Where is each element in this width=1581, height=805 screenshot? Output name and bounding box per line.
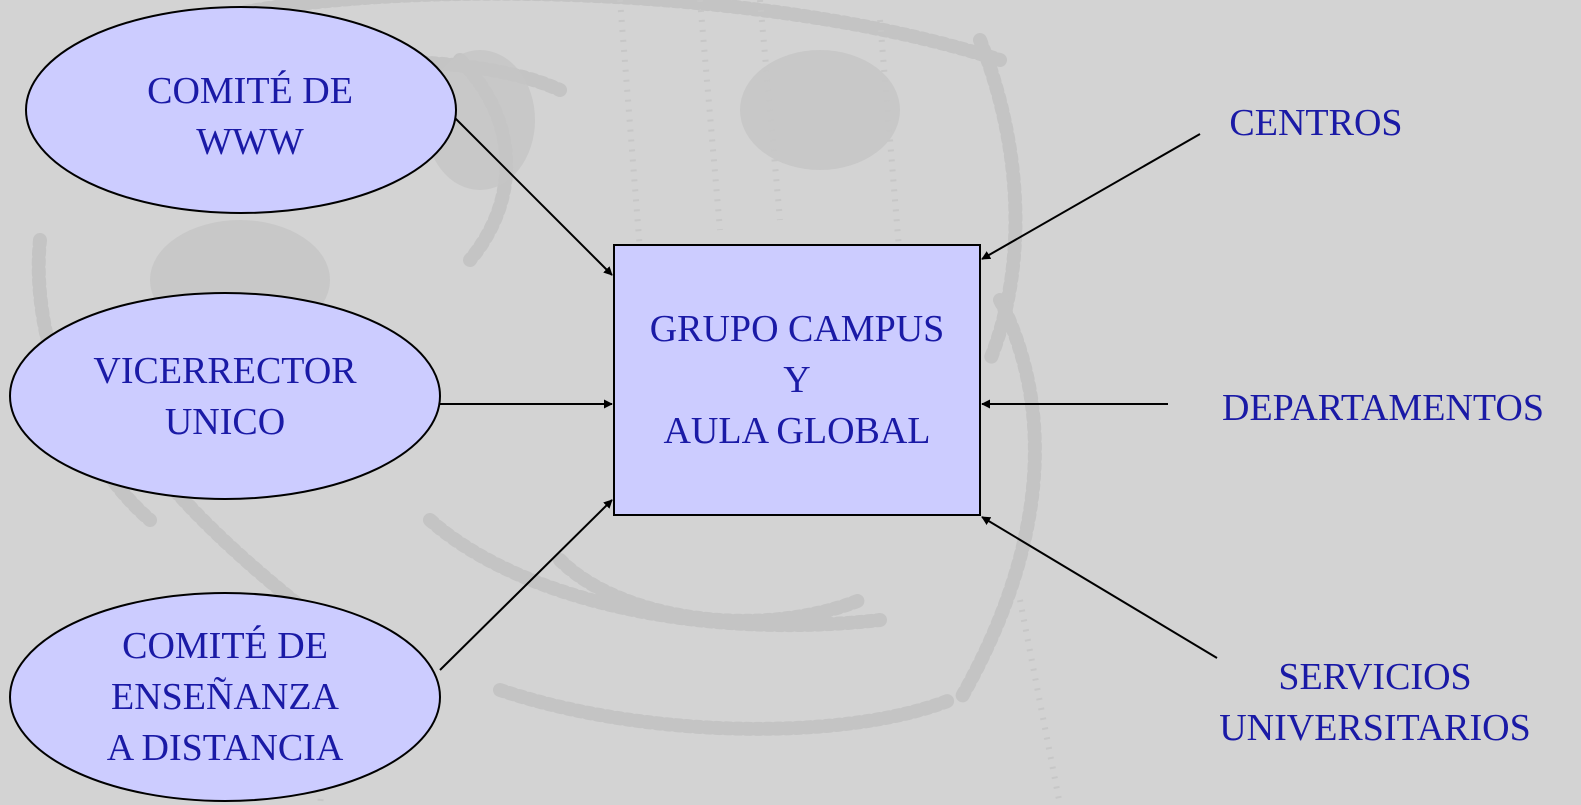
node-servicios-line-2: UNIVERSITARIOS <box>1219 707 1531 749</box>
node-departamentos-label: DEPARTAMENTOS <box>1198 383 1568 434</box>
node-vicerrector-line-2: UNICO <box>164 401 286 443</box>
node-comite-ensenanza-line-2: ENSEÑANZA <box>111 676 339 718</box>
node-comite-ensenanza-line-3: A DISTANCIA <box>106 727 344 769</box>
node-comite-ensenanza-line-1: COMITÉ DE <box>122 625 328 667</box>
node-comite-www-shape <box>25 6 457 214</box>
node-comite-ensenanza-shape <box>9 592 441 802</box>
node-comite-ensenanza-label: COMITÉ DE ENSEÑANZA A DISTANCIA <box>35 621 415 774</box>
node-center-line-1: GRUPO CAMPUS <box>649 308 945 350</box>
node-comite-www-line-2: WWW <box>196 121 304 163</box>
node-servicios-label: SERVICIOS UNIVERSITARIOS <box>1200 652 1550 754</box>
node-departamentos-line-1: DEPARTAMENTOS <box>1222 387 1544 429</box>
edge-servicios-to-center <box>981 516 1218 659</box>
node-centros-label: CENTROS <box>1216 98 1416 149</box>
node-centros-line-1: CENTROS <box>1229 102 1403 144</box>
node-center-line-3: AULA GLOBAL <box>663 410 931 452</box>
node-center-shape <box>613 244 981 516</box>
node-vicerrector-shape <box>9 292 441 500</box>
edge-comite-www-to-center <box>454 117 613 276</box>
node-comite-www-label: COMITÉ DE WWW <box>60 66 440 168</box>
node-comite-www-line-1: COMITÉ DE <box>147 70 353 112</box>
node-servicios-line-1: SERVICIOS <box>1278 656 1472 698</box>
node-center-label: GRUPO CAMPUS Y AULA GLOBAL <box>614 304 980 457</box>
node-center-line-2: Y <box>783 359 811 401</box>
edge-comite-ensenanza-to-center <box>439 499 613 671</box>
node-vicerrector-line-1: VICERRECTOR <box>93 350 357 392</box>
node-vicerrector-label: VICERRECTOR UNICO <box>35 346 415 448</box>
edge-centros-to-center <box>981 133 1201 260</box>
